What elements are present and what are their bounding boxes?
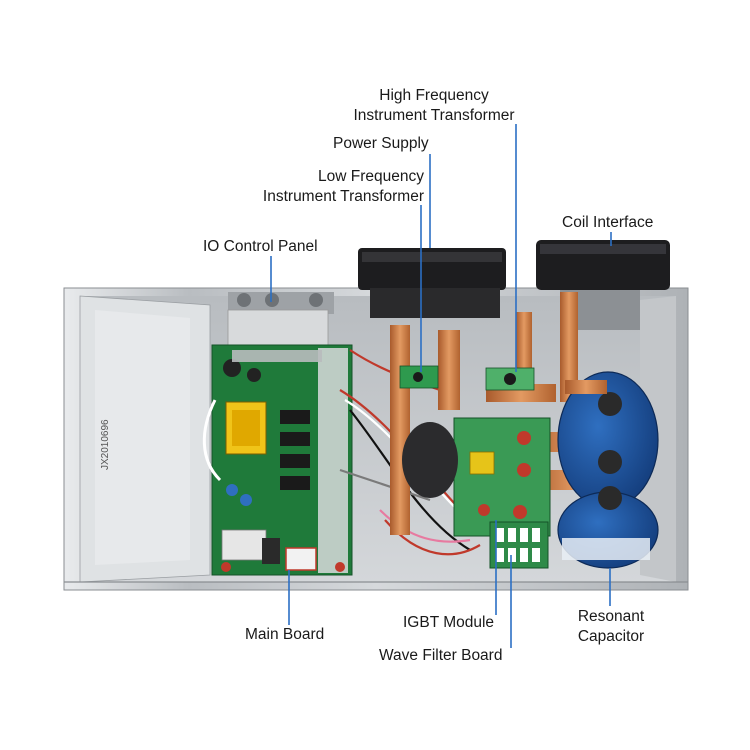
label-low-frequency-transformer: Low Frequency Instrument Transformer bbox=[262, 168, 424, 205]
label-high-frequency-transformer: High Frequency Instrument Transformer bbox=[353, 87, 515, 124]
label-main-board: Main Board bbox=[245, 626, 325, 643]
label-coil-interface: Coil Interface bbox=[562, 214, 654, 231]
label-io-control-panel: IO Control Panel bbox=[203, 238, 318, 255]
igbt-module-board bbox=[453, 417, 551, 537]
coil-toroid bbox=[402, 422, 458, 498]
power-supply-unit bbox=[358, 248, 506, 318]
low-frequency-transformer-board bbox=[399, 365, 439, 389]
chassis-serial-mark: JX2010696 bbox=[100, 419, 111, 470]
chassis bbox=[63, 287, 689, 591]
high-frequency-transformer-board bbox=[485, 367, 535, 391]
resonant-capacitor-bank bbox=[557, 371, 659, 569]
label-resonant-capacitor: Resonant Capacitor bbox=[577, 608, 645, 645]
callout-leader-lines bbox=[270, 124, 612, 648]
label-wave-filter-board: Wave Filter Board bbox=[379, 647, 503, 664]
wave-filter-board bbox=[489, 521, 549, 569]
main-board-pcb bbox=[211, 344, 353, 576]
label-power-supply: Power Supply bbox=[333, 135, 429, 152]
label-igbt-module: IGBT Module bbox=[403, 614, 495, 631]
